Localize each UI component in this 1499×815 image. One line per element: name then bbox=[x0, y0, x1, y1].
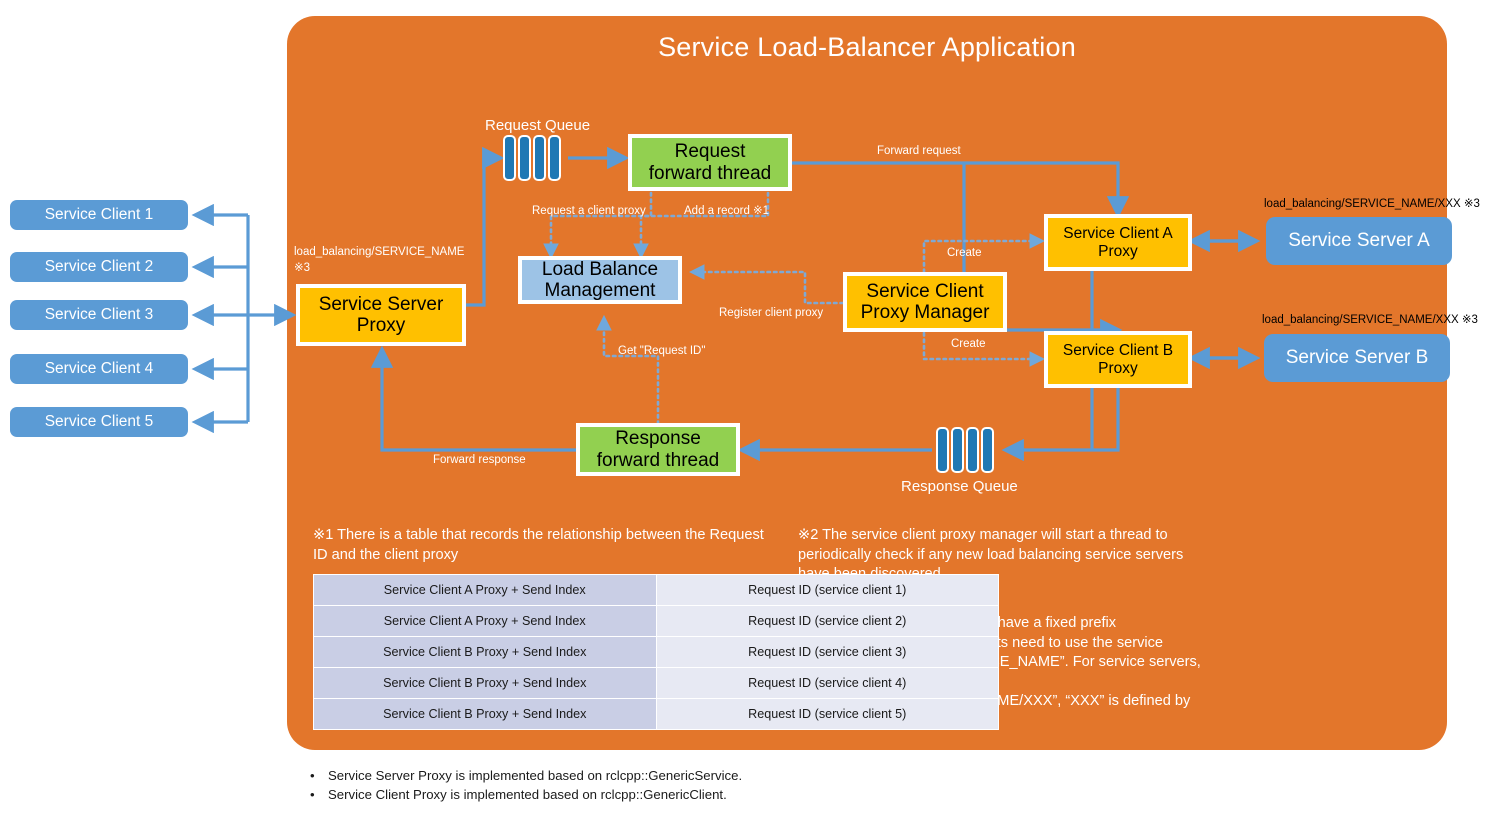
record-proxy-cell: Service Client B Proxy + Send Index bbox=[313, 636, 657, 668]
record-request-id-cell: Request ID (service client 4) bbox=[655, 667, 999, 699]
service-client-5[interactable]: Service Client 5 bbox=[10, 407, 188, 437]
service-server-proxy[interactable]: Service Server Proxy bbox=[296, 284, 466, 346]
service-server-b-service-name: load_balancing/SERVICE_NAME/XXX ※3 bbox=[1262, 314, 1478, 326]
note-1: ※1 There is a table that records the rel… bbox=[313, 527, 764, 563]
request-forward-thread-line2: forward thread bbox=[648, 162, 772, 184]
service-server-b[interactable]: Service Server B bbox=[1264, 334, 1450, 382]
service-client-b-proxy-label: Service Client B Proxy bbox=[1063, 342, 1173, 377]
record-proxy-cell: Service Client A Proxy + Send Index bbox=[313, 574, 657, 606]
footer-notes: Service Server Proxy is implemented base… bbox=[300, 766, 1100, 804]
edge-label-create-b: Create bbox=[951, 338, 986, 350]
record-proxy-cell: Service Client B Proxy + Send Index bbox=[313, 667, 657, 699]
edge-label-request-a-client-proxy: Request a client proxy bbox=[532, 205, 646, 217]
service-client-proxy-manager-label: Service Client Proxy Manager bbox=[861, 281, 990, 324]
load-balance-management-line2: Management bbox=[544, 280, 656, 301]
request-queue-label: Request Queue bbox=[485, 117, 591, 134]
request-forward-thread-label: Request forward thread bbox=[649, 141, 772, 184]
footer-bullet-list: Service Server Proxy is implemented base… bbox=[300, 766, 1100, 804]
service-client-2[interactable]: Service Client 2 bbox=[10, 252, 188, 282]
service-client-b-proxy-line2: Proxy bbox=[1098, 359, 1138, 377]
request-forward-thread[interactable]: Request forward thread bbox=[628, 134, 792, 191]
service-client-b-proxy-line1: Service Client B bbox=[1062, 342, 1174, 360]
service-client-4[interactable]: Service Client 4 bbox=[10, 354, 188, 384]
service-server-proxy-service-name: load_balancing/SERVICE_NAME bbox=[294, 246, 465, 258]
response-forward-thread[interactable]: Response forward thread bbox=[576, 423, 740, 476]
request-forward-thread-line1: Request bbox=[674, 141, 746, 163]
service-client-3[interactable]: Service Client 3 bbox=[10, 300, 188, 330]
record-request-id-cell: Request ID (service client 5) bbox=[655, 698, 999, 730]
page-title: Service Load-Balancer Application bbox=[658, 32, 1076, 62]
record-proxy-cell: Service Client B Proxy + Send Index bbox=[313, 698, 657, 730]
edge-label-register-client-proxy: Register client proxy bbox=[719, 307, 824, 319]
service-client-a-proxy-label: Service Client A Proxy bbox=[1063, 225, 1172, 260]
footer-bullet: Service Server Proxy is implemented base… bbox=[310, 766, 1100, 785]
edge-label-get-request-id: Get "Request ID" bbox=[618, 345, 706, 357]
edge-label-forward-request: Forward request bbox=[877, 145, 961, 157]
service-server-a[interactable]: Service Server A bbox=[1266, 217, 1452, 265]
response-forward-thread-label: Response forward thread bbox=[597, 428, 720, 471]
response-forward-thread-line2: forward thread bbox=[596, 449, 720, 471]
response-queue-label: Response Queue bbox=[901, 478, 1018, 495]
edge-label-forward-response: Forward response bbox=[433, 454, 526, 466]
footer-bullet: Service Client Proxy is implemented base… bbox=[310, 785, 1100, 804]
service-client-b-proxy[interactable]: Service Client B Proxy bbox=[1044, 331, 1192, 388]
service-server-proxy-label: Service Server Proxy bbox=[318, 293, 444, 336]
service-client-a-proxy-line2: Proxy bbox=[1098, 242, 1138, 260]
load-balance-management-label: Load Balance Management bbox=[542, 259, 658, 302]
record-request-id-cell: Request ID (service client 1) bbox=[655, 574, 999, 606]
response-queue-icon bbox=[936, 427, 994, 473]
service-server-proxy-service-name-note: ※3 bbox=[294, 262, 311, 274]
response-forward-thread-line1: Response bbox=[615, 428, 701, 450]
record-request-id-cell: Request ID (service client 2) bbox=[655, 605, 999, 637]
service-client-proxy-manager[interactable]: Service Client Proxy Manager bbox=[843, 272, 1007, 332]
service-client-proxy-manager-line2: Proxy Manager bbox=[860, 302, 990, 323]
service-client-a-proxy-line1: Service Client A bbox=[1063, 225, 1173, 243]
record-request-id-cell: Request ID (service client 3) bbox=[655, 636, 999, 668]
request-queue-icon bbox=[503, 135, 561, 181]
service-client-a-proxy[interactable]: Service Client A Proxy bbox=[1044, 214, 1192, 271]
edge-label-add-a-record: Add a record ※1 bbox=[684, 205, 770, 217]
load-balance-management[interactable]: Load Balance Management bbox=[518, 256, 682, 304]
service-client-proxy-manager-line1: Service Client bbox=[866, 280, 984, 302]
record-proxy-cell: Service Client A Proxy + Send Index bbox=[313, 605, 657, 637]
load-balance-management-line1: Load Balance bbox=[541, 258, 659, 280]
service-server-a-service-name: load_balancing/SERVICE_NAME/XXX ※3 bbox=[1264, 198, 1480, 210]
service-client-1[interactable]: Service Client 1 bbox=[10, 200, 188, 230]
edge-label-create-a: Create bbox=[947, 247, 982, 259]
